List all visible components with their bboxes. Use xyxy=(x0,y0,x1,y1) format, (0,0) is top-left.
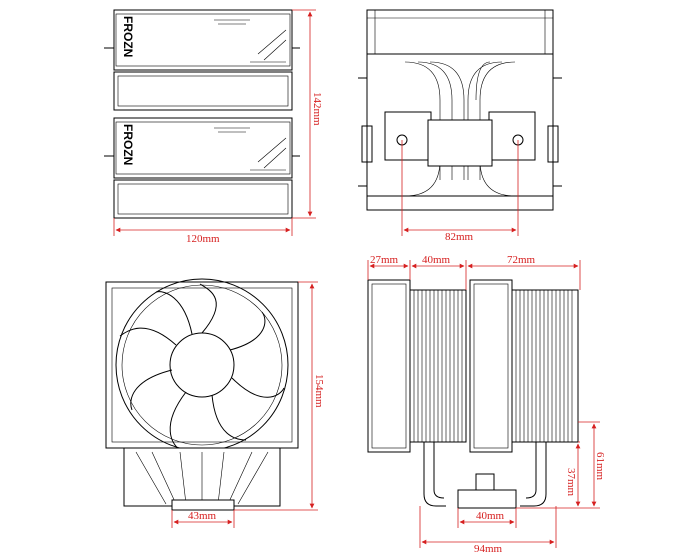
height-dim-label: 154mm xyxy=(313,374,325,408)
depth-dim-label: 142mm xyxy=(311,92,323,126)
fan-hub xyxy=(169,332,235,398)
top-fan-module-lower xyxy=(113,117,293,179)
fan-face-view: 154mm 43mm xyxy=(105,278,325,528)
side-view: 27mm 40mm 72mm 61mm 37mm 40mm 94mm xyxy=(367,254,606,555)
side-base-plate xyxy=(457,489,517,509)
top-fan-module-upper xyxy=(113,9,293,71)
mount-spacing-dim-label: 82mm xyxy=(445,231,474,243)
front-view-upper: 82mm xyxy=(358,9,562,243)
fan-gap-dim-label: 40mm xyxy=(422,254,451,266)
clearance-dim-label: 61mm xyxy=(594,452,606,481)
fin-depth-dim-label: 72mm xyxy=(507,254,536,266)
total-depth-dim-label: 94mm xyxy=(474,543,503,555)
front-top-fan xyxy=(366,9,554,55)
fan-view-base xyxy=(171,499,235,511)
logo-lower: FROZN xyxy=(121,124,135,165)
side-base-dim-label: 40mm xyxy=(476,510,505,522)
offset-dim-label: 27mm xyxy=(370,254,399,266)
side-heatpipe-right xyxy=(520,442,547,507)
base-dim-label: 43mm xyxy=(188,510,217,522)
right-mount-clip xyxy=(488,111,536,161)
side-fin-stack-right xyxy=(511,289,579,443)
front-cold-plate xyxy=(427,119,493,167)
side-fin-stack-left xyxy=(409,289,467,443)
width-dim-label: 120mm xyxy=(186,233,220,245)
logo-upper: FROZN xyxy=(121,16,135,57)
side-fan-left xyxy=(367,279,411,453)
heatpipe-rise-dim-label: 37mm xyxy=(565,468,577,497)
top-view: FROZN FROZN 142mm 120mm xyxy=(104,9,323,245)
top-heatsink-upper xyxy=(113,71,293,111)
left-mount-clip xyxy=(384,111,432,161)
top-heatsink-lower xyxy=(113,179,293,219)
side-fan-middle xyxy=(469,279,513,453)
side-heatpipe-left xyxy=(423,442,446,507)
